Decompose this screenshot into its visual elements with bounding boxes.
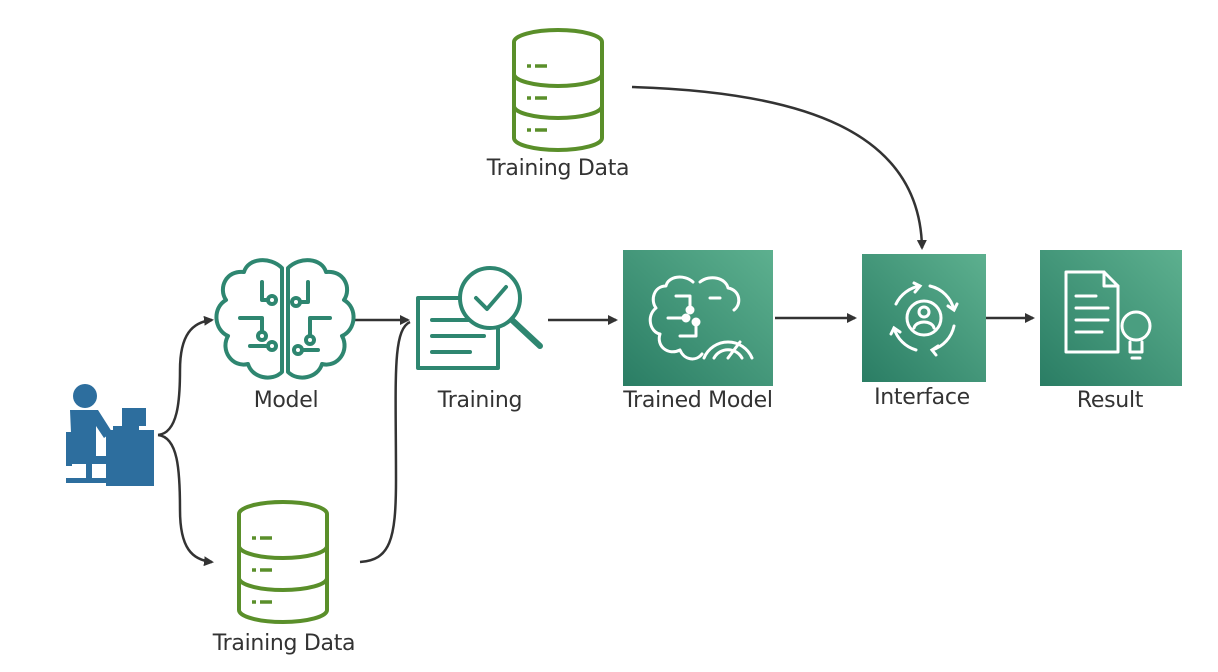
result-tile [1040,250,1182,386]
edge-user-to-training-data [157,433,214,567]
training-data-bottom-label: Training Data [212,631,356,656]
database-icon [237,500,329,624]
interface-label: Interface [874,385,970,410]
edge-training-data-top-to-interface [631,85,927,250]
brain-gauge-icon [648,275,754,361]
training-label: Training [437,388,523,413]
document-magnifier-check-icon [416,266,543,370]
model-label: Model [253,388,319,413]
result-label: Result [1076,388,1144,413]
database-icon [512,28,604,152]
edges [157,85,1035,567]
trained-model-label: Trained Model [623,388,773,413]
interface-tile [862,254,986,382]
user-cycle-icon [889,281,959,357]
edge-user-to-model [157,315,214,437]
trained-model-tile [623,250,773,386]
training-data-top-label: Training Data [486,156,630,181]
document-lightbulb-icon [1064,270,1152,360]
edge-training-data-to-training [359,320,411,564]
user-at-computer-icon [66,384,154,486]
brain-circuit-icon [214,258,356,380]
